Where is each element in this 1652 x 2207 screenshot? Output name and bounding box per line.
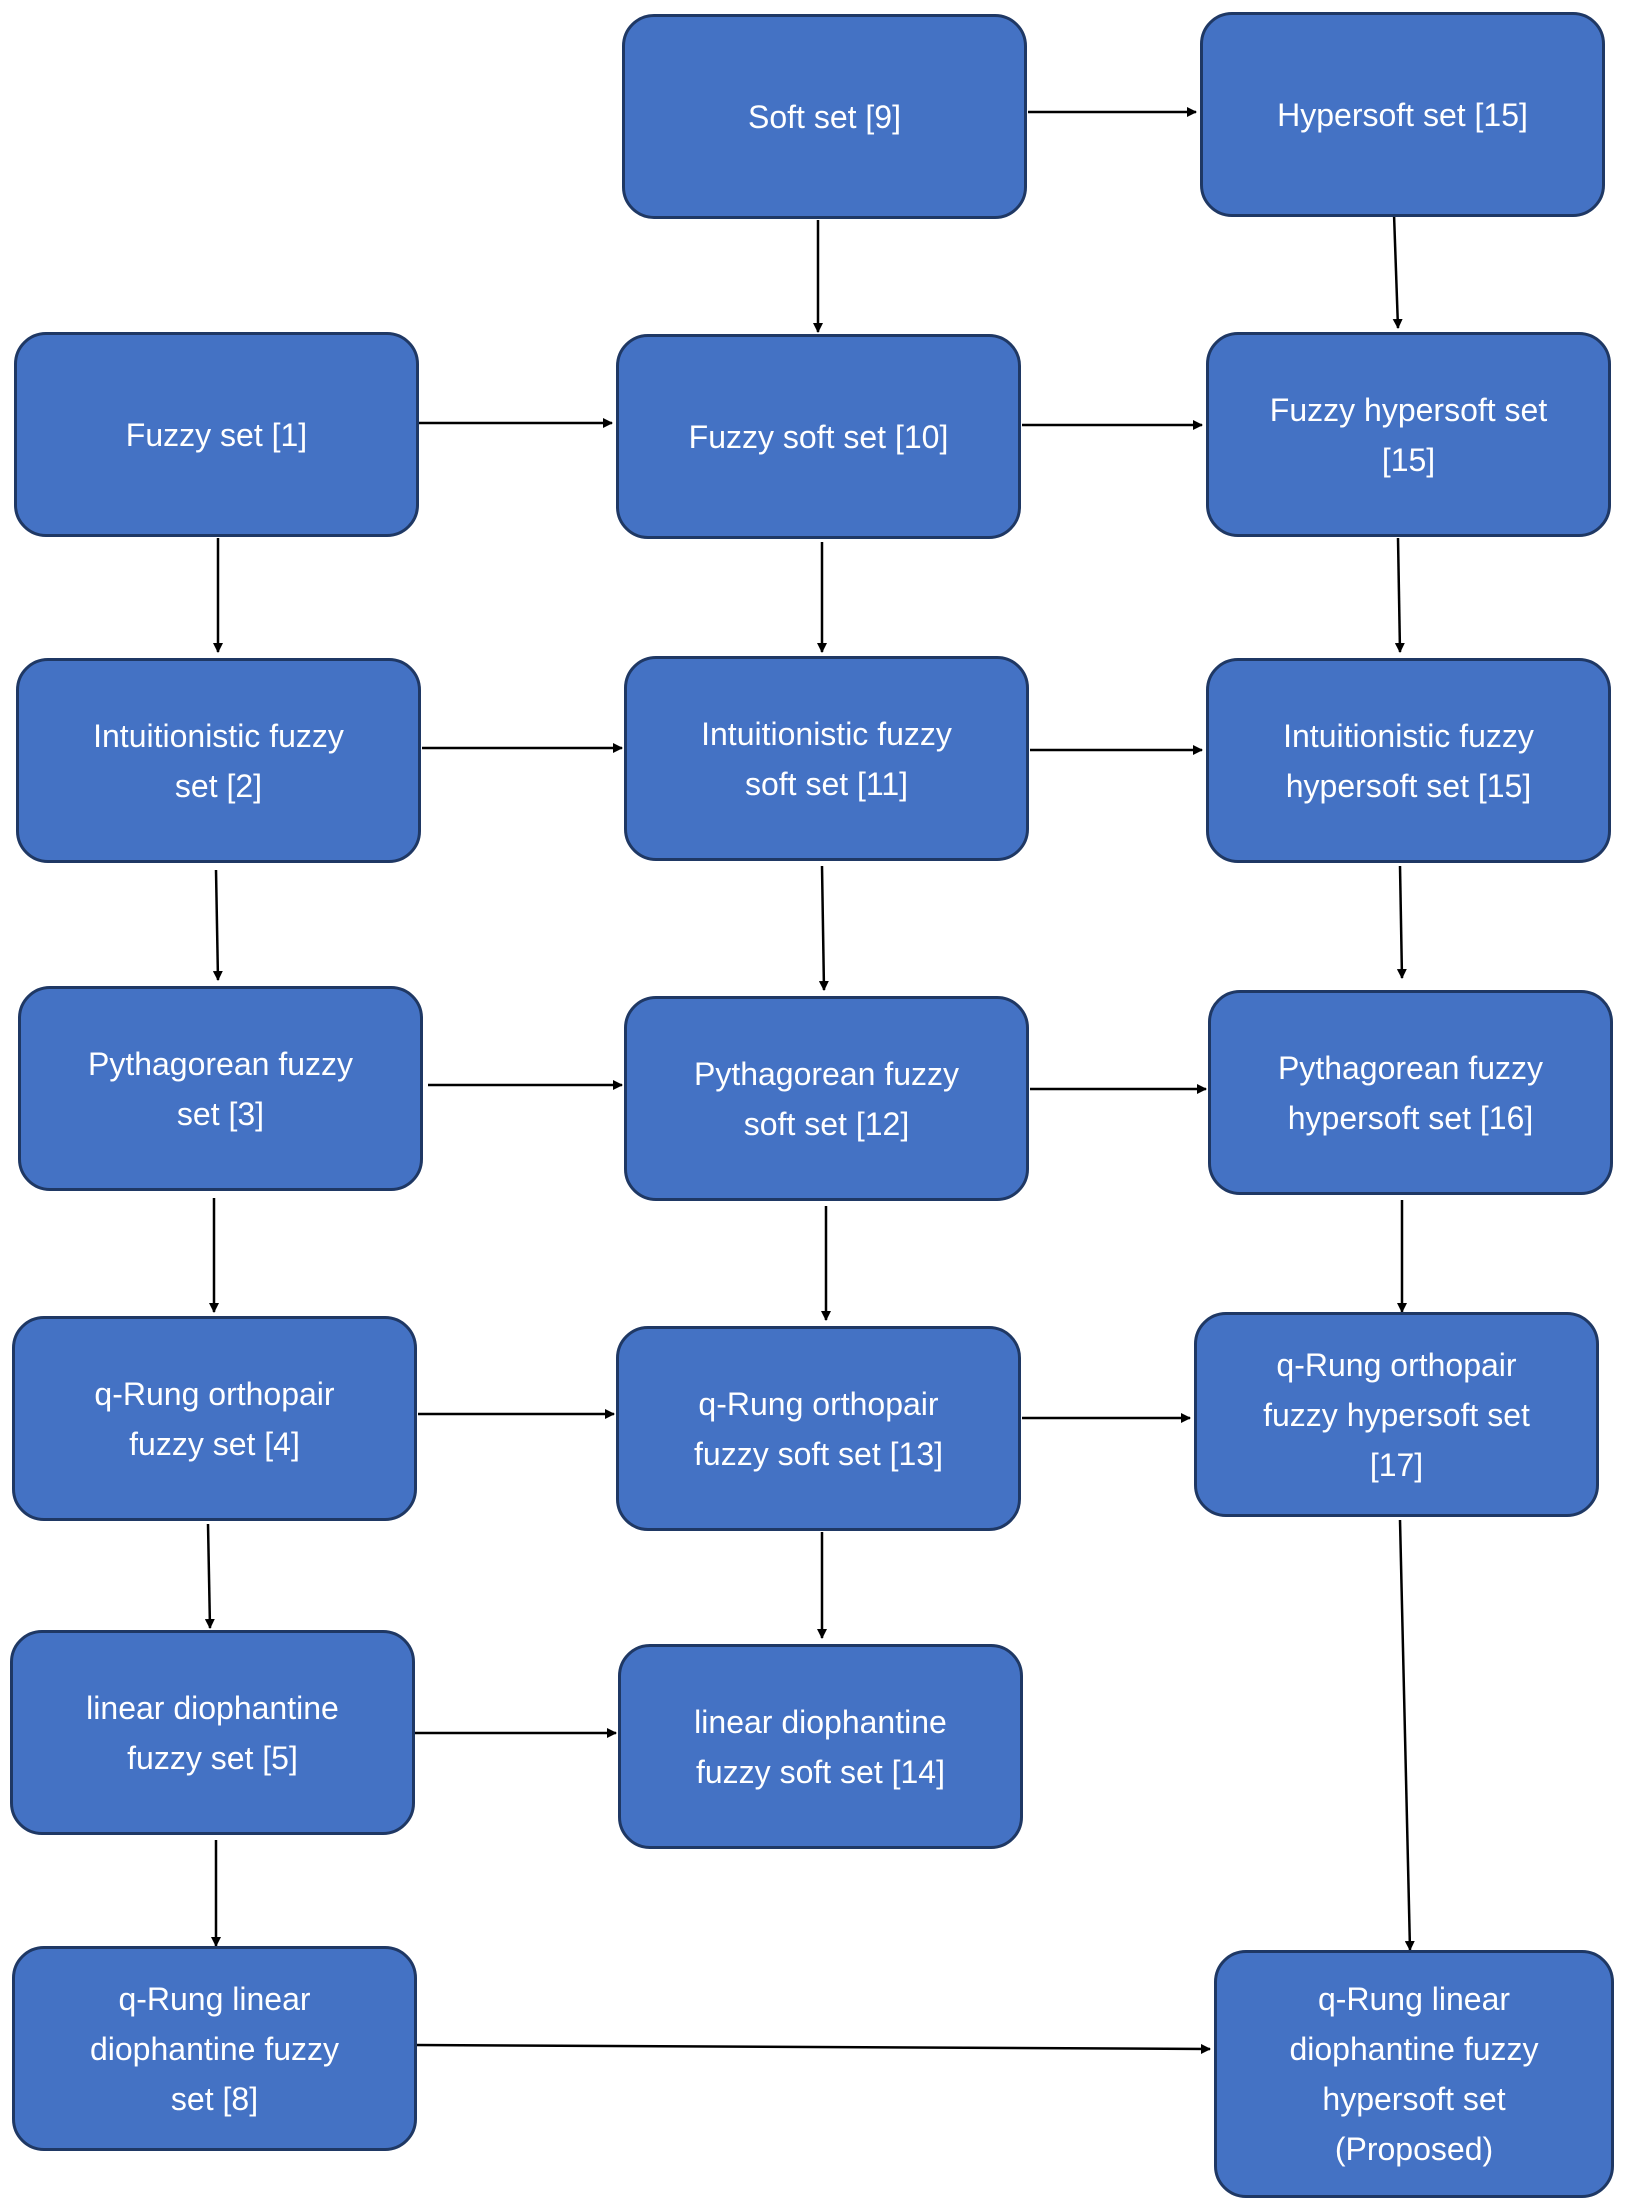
- node-label: linear diophantine fuzzy soft set [14]: [694, 1703, 947, 1790]
- node-q-rung-linear-diophantine-fuzzy-hypersoft-set: q-Rung linear diophantine fuzzy hypersof…: [1214, 1950, 1614, 2198]
- node-label: Pythagorean fuzzy set [3]: [87, 1045, 354, 1132]
- arrow-qrofs-to-ldfs: [204, 1523, 215, 1629]
- arrow-ifhs-to-pfhs: [1396, 865, 1407, 979]
- node-linear-diophantine-fuzzy-soft-set: linear diophantine fuzzy soft set [14]: [618, 1644, 1023, 1849]
- node-label: q-Rung orthopair fuzzy set [4]: [94, 1375, 335, 1462]
- node-intuitionistic-fuzzy-soft-set: Intuitionistic fuzzy soft set [11]: [624, 656, 1029, 861]
- node-hypersoft-set: Hypersoft set [15]: [1200, 12, 1605, 217]
- node-fuzzy-set: Fuzzy set [1]: [14, 332, 419, 537]
- node-label: Soft set [9]: [748, 98, 901, 135]
- node-label: q-Rung orthopair fuzzy hypersoft set [17…: [1263, 1346, 1530, 1483]
- node-label: Pythagorean fuzzy soft set [12]: [693, 1055, 960, 1142]
- node-soft-set: Soft set [9]: [622, 14, 1027, 219]
- node-pythagorean-fuzzy-soft-set: Pythagorean fuzzy soft set [12]: [624, 996, 1029, 1201]
- arrow-fuzzyhypersoft-to-ifhs: [1394, 537, 1405, 653]
- node-intuitionistic-fuzzy-set: Intuitionistic fuzzy set [2]: [16, 658, 421, 863]
- node-linear-diophantine-fuzzy-set: linear diophantine fuzzy set [5]: [10, 1630, 415, 1835]
- node-intuitionistic-fuzzy-hypersoft-set: Intuitionistic fuzzy hypersoft set [15]: [1206, 658, 1611, 863]
- node-label: Intuitionistic fuzzy set [2]: [93, 717, 344, 804]
- node-label: Fuzzy hypersoft set [15]: [1269, 391, 1548, 478]
- node-label: q-Rung orthopair fuzzy soft set [13]: [694, 1385, 943, 1472]
- node-fuzzy-soft-set: Fuzzy soft set [10]: [616, 334, 1021, 539]
- node-q-rung-orthopair-fuzzy-set: q-Rung orthopair fuzzy set [4]: [12, 1316, 417, 1521]
- node-pythagorean-fuzzy-hypersoft-set: Pythagorean fuzzy hypersoft set [16]: [1208, 990, 1613, 1195]
- node-label: linear diophantine fuzzy set [5]: [86, 1689, 339, 1776]
- node-label: Intuitionistic fuzzy hypersoft set [15]: [1283, 717, 1534, 804]
- node-q-rung-orthopair-fuzzy-hypersoft-set: q-Rung orthopair fuzzy hypersoft set [17…: [1194, 1312, 1599, 1517]
- arrow-ifs-to-pfs: [212, 869, 223, 981]
- node-label: q-Rung linear diophantine fuzzy set [8]: [89, 1980, 340, 2117]
- node-label: q-Rung linear diophantine fuzzy hypersof…: [1289, 1981, 1539, 2167]
- node-label: Fuzzy soft set [10]: [688, 418, 949, 455]
- arrow-qrldfs-to-qrldfhs: [413, 2043, 1211, 2054]
- arrow-ifss-to-pfss: [818, 865, 829, 991]
- node-q-rung-orthopair-fuzzy-soft-set: q-Rung orthopair fuzzy soft set [13]: [616, 1326, 1021, 1531]
- node-label: Intuitionistic fuzzy soft set [11]: [701, 715, 952, 802]
- arrow-qrofhs-to-qrldfhs: [1398, 1519, 1415, 1951]
- node-label: Hypersoft set [15]: [1277, 96, 1528, 133]
- arrow-hypersoft-to-fuzzyhypersoft: [1392, 213, 1403, 329]
- node-label: Fuzzy set [1]: [125, 416, 308, 453]
- node-fuzzy-hypersoft-set: Fuzzy hypersoft set [15]: [1206, 332, 1611, 537]
- node-label: Pythagorean fuzzy hypersoft set [16]: [1277, 1049, 1544, 1136]
- node-q-rung-linear-diophantine-fuzzy-set: q-Rung linear diophantine fuzzy set [8]: [12, 1946, 417, 2151]
- node-pythagorean-fuzzy-set: Pythagorean fuzzy set [3]: [18, 986, 423, 1191]
